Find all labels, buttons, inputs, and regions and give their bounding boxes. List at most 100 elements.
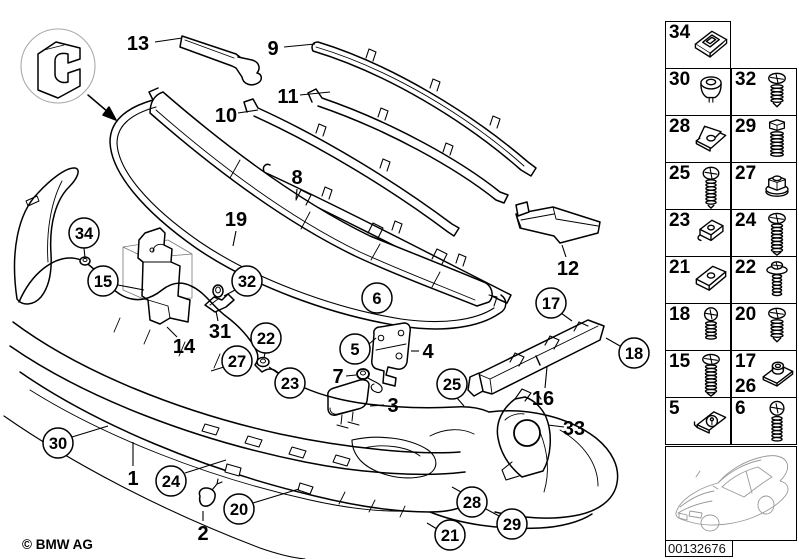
fastener-cell-20[interactable]: 20: [731, 303, 797, 351]
callout-7[interactable]: 7: [332, 366, 357, 388]
fastener-cell-6[interactable]: 6: [731, 397, 797, 445]
fastener-cell-29[interactable]: 29: [731, 115, 797, 163]
fastener-number: 22: [735, 257, 757, 278]
part-33-duct-drawing: [496, 388, 551, 481]
svg-text:28: 28: [463, 494, 481, 512]
callout-28-circled[interactable]: 28: [451, 486, 488, 518]
svg-text:33: 33: [563, 418, 585, 440]
fastener-number: 17: [735, 351, 757, 372]
svg-text:8: 8: [291, 167, 302, 189]
callout-33[interactable]: 33: [547, 418, 585, 440]
callout-20-circled[interactable]: 20: [223, 488, 300, 525]
leader-line: [295, 188, 298, 200]
part-9-drawing: [311, 41, 537, 177]
vehicle-thumbnail: [665, 446, 797, 541]
callout-13[interactable]: 13: [127, 33, 183, 55]
callout-27-circled[interactable]: 27: [210, 345, 253, 377]
fastener-cell-34[interactable]: 34: [665, 21, 731, 69]
leader-line: [605, 337, 621, 347]
leader-line: [83, 247, 86, 259]
callout-17-circled[interactable]: 17: [535, 287, 573, 322]
callout-29-circled[interactable]: 29: [485, 508, 528, 540]
fastener-row: 34: [665, 21, 797, 69]
callout-2[interactable]: 2: [197, 511, 209, 545]
callout-32-circled[interactable]: 32: [223, 265, 263, 297]
fastener-number: 20: [735, 304, 757, 325]
leader-line: [426, 522, 438, 530]
callout-19[interactable]: 19: [225, 209, 247, 247]
svg-text:21: 21: [441, 527, 459, 545]
callout-4[interactable]: 4: [411, 341, 434, 363]
callout-10[interactable]: 10: [215, 105, 259, 127]
svg-text:24: 24: [162, 473, 181, 491]
svg-text:10: 10: [215, 105, 237, 127]
callout-31[interactable]: 31: [209, 310, 231, 343]
fastener-cell-27[interactable]: 27: [731, 162, 797, 210]
fastener-cell-18[interactable]: 18: [665, 303, 731, 351]
svg-text:18: 18: [625, 345, 643, 363]
fastener-cell-23[interactable]: 23: [665, 209, 731, 257]
part-13-drawing: [179, 35, 262, 86]
screw-round-icon: [703, 307, 719, 340]
leader-line: [547, 424, 565, 428]
svg-text:9: 9: [267, 38, 278, 60]
leader-line: [268, 366, 280, 375]
fastener-cell-24[interactable]: 24: [731, 209, 797, 257]
fastener-cell-22[interactable]: 22: [731, 256, 797, 304]
callout-16[interactable]: 16: [532, 366, 554, 410]
callout-30-circled[interactable]: 30: [42, 425, 109, 459]
square-clip-nut-icon: [694, 30, 728, 58]
fastener-number: 24: [735, 210, 757, 231]
callout-15-circled[interactable]: 15: [87, 265, 145, 297]
screw-pan-icon: [768, 72, 786, 108]
detail-callout-drawing: [20, 28, 117, 121]
callout-6-circled[interactable]: 6: [361, 282, 393, 314]
leader-line: [560, 312, 573, 322]
svg-text:1: 1: [127, 468, 138, 490]
fastener-cell-5[interactable]: 5: [665, 397, 731, 445]
callout-3[interactable]: 3: [369, 395, 399, 417]
callout-23-circled[interactable]: 23: [268, 366, 306, 399]
leader-line: [166, 326, 178, 338]
clip-plate-icon: [695, 125, 727, 152]
part-4-bracket-drawing: [371, 322, 411, 387]
callout-12[interactable]: 12: [557, 244, 579, 280]
j-clip-large-icon: [695, 265, 727, 291]
callout-21-circled[interactable]: 21: [426, 519, 466, 551]
callout-11[interactable]: 11: [277, 86, 331, 108]
callout-34-circled[interactable]: 34: [68, 217, 100, 259]
car-icon: [675, 455, 789, 532]
callout-25-circled[interactable]: 25: [436, 368, 468, 407]
callout-8[interactable]: 8: [291, 167, 303, 200]
callout-5-circled[interactable]: 5: [339, 333, 377, 365]
callout-18-circled[interactable]: 18: [605, 337, 650, 369]
svg-text:5: 5: [350, 341, 359, 359]
svg-text:31: 31: [209, 321, 231, 343]
callout-14[interactable]: 14: [166, 326, 196, 358]
svg-text:20: 20: [230, 501, 248, 519]
callout-1[interactable]: 1: [127, 442, 139, 490]
fastener-number: 15: [669, 351, 691, 372]
fastener-cell-32[interactable]: 32: [731, 68, 797, 116]
fastener-row: 25 27: [665, 162, 797, 210]
fastener-cell-28[interactable]: 28: [665, 115, 731, 163]
svg-text:11: 11: [277, 86, 298, 108]
fastener-cell-15[interactable]: 15: [665, 350, 731, 398]
fastener-cell-30[interactable]: 30: [665, 68, 731, 116]
callout-24-circled[interactable]: 24: [155, 459, 227, 497]
part-16-rail-drawing: [467, 319, 605, 397]
cage-nut-icon: [762, 361, 794, 387]
fastener-number: 25: [669, 163, 691, 184]
part-6-impact-strip-drawing: [149, 91, 498, 307]
fastener-cell-21[interactable]: 21: [665, 256, 731, 304]
callout-22-circled[interactable]: 22: [250, 322, 282, 359]
fastener-cell-25[interactable]: 25: [665, 162, 731, 210]
svg-text:23: 23: [281, 375, 299, 393]
callout-9[interactable]: 9: [267, 38, 316, 60]
